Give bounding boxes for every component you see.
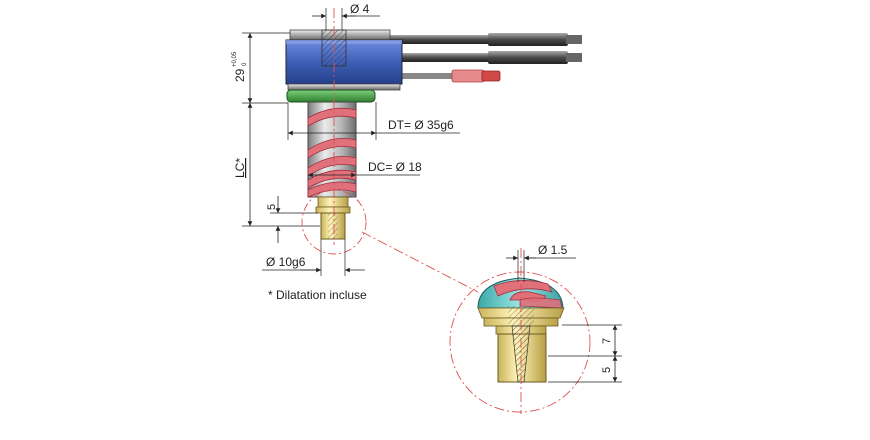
detail-callout-large — [449, 271, 591, 413]
dim-detail-5-label: 5 — [601, 367, 613, 373]
dim-detail-hole-label: Ø 1.5 — [538, 243, 568, 257]
cable-bundle — [380, 33, 582, 83]
dim-dc-label: DC= Ø 18 — [368, 160, 422, 174]
dim-top-hole-label: Ø 4 — [350, 2, 370, 16]
dim-top-hole: Ø 4 — [312, 2, 380, 30]
footnote: * Dilatation incluse — [268, 288, 367, 302]
dim-height-tol-upper: +0,05 — [232, 51, 238, 67]
dim-height-29-label: 29 — [233, 68, 247, 82]
dim-detail-hole: Ø 1.5 — [506, 243, 576, 282]
seal-ring — [286, 89, 376, 103]
dim-lc: LC* — [233, 103, 320, 227]
dim-lc-label: LC* — [233, 158, 247, 178]
dim-dc: DC= Ø 18 — [308, 160, 422, 178]
dim-detail-7-label: 7 — [601, 338, 613, 344]
dim-height-tol-lower: 0 — [242, 62, 248, 66]
nozzle-body — [307, 101, 357, 240]
dim-dt-label: DT= Ø 35g6 — [388, 118, 454, 132]
dim-dt: DT= Ø 35g6 — [287, 102, 460, 140]
dim-detail-heights: 7 5 — [548, 324, 622, 383]
dim-tip-label: Ø 10g6 — [266, 255, 306, 269]
dim-nozzle-5-label: 5 — [266, 204, 278, 210]
dim-height-29: 29 +0,05 0 — [232, 32, 290, 104]
detail-callout-small — [301, 189, 367, 255]
dim-tip: Ø 10g6 — [262, 239, 365, 276]
detail-leader-line — [361, 231, 479, 293]
manifold-block — [285, 29, 403, 91]
dim-nozzle-5: 5 — [266, 196, 318, 243]
